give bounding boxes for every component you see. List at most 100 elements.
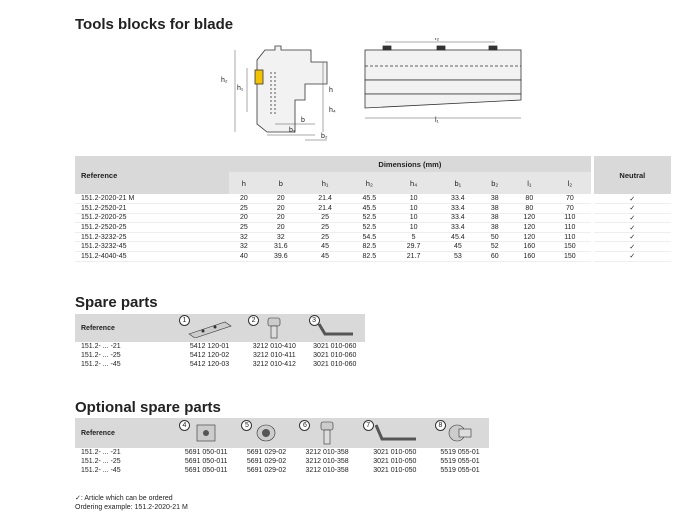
value-cell: 160 (509, 241, 550, 253)
neutral-check-cell: ✓ (590, 194, 671, 205)
col-header: b₁ (435, 172, 480, 194)
page-title: Tools blocks for blade (75, 16, 234, 33)
part-2-header: 2 (244, 314, 305, 342)
value-cell: 110 (549, 222, 593, 233)
value-cell: 5412 120-01 (189, 343, 230, 350)
part-number-badge: 1 (179, 315, 190, 326)
part-number-badge: 8 (434, 420, 446, 431)
technical-drawing: h₂ h₁ h h₄ b b₁ b₂ l₂ l₁ (221, 38, 522, 141)
value-cell: 33.4 (435, 222, 480, 233)
value-cell: 52 (480, 241, 510, 253)
label-h1: h₁ (237, 85, 244, 92)
value-cell: 45.5 (347, 203, 392, 214)
value-cell: 21.4 (302, 194, 348, 205)
value-cell: 5691 050-011 (184, 467, 228, 474)
value-cell: 32 (229, 232, 259, 243)
value-cell: 20 (258, 222, 303, 233)
col-header: h₄ (391, 172, 436, 194)
col-header: l₂ (549, 172, 593, 194)
value-cell: 80 (509, 203, 550, 214)
value-cell: 5519 055-01 (440, 458, 480, 465)
neutral-check-cell: ✓ (590, 203, 671, 214)
optional-reference-header: Reference (75, 418, 175, 448)
value-cell: 5519 055-01 (440, 449, 480, 456)
value-cell: 3212 010-358 (305, 467, 349, 474)
reference-cell: 151.2- ... -25 (81, 458, 121, 465)
neutral-check-cell: ✓ (590, 213, 671, 224)
value-cell: 5519 055-01 (440, 467, 480, 474)
value-cell: 3212 010-411 (252, 352, 296, 359)
value-cell: 25 (302, 222, 348, 233)
value-cell: 38 (480, 222, 510, 233)
value-cell: 150 (549, 241, 593, 253)
value-cell: 52.5 (347, 222, 392, 233)
label-h4: h₄ (329, 107, 336, 114)
value-cell: 38 (480, 213, 510, 224)
clamp-block-icon (196, 424, 216, 442)
value-cell: 33.4 (435, 203, 480, 214)
optional-spare-parts-title: Optional spare parts (75, 399, 221, 416)
reference-cell: 151.2-2520-25 (75, 222, 230, 233)
part-1-header: 1 (175, 314, 245, 342)
value-cell: 70 (549, 203, 593, 214)
value-cell: 21.4 (302, 203, 348, 214)
value-cell: 82.5 (347, 241, 392, 253)
part-number-badge: 4 (179, 420, 190, 431)
value-cell: 70 (549, 194, 593, 205)
col-header: l₁ (509, 172, 550, 194)
spare-parts-title: Spare parts (75, 294, 158, 311)
neutral-header: Neutral (590, 156, 671, 194)
value-cell: 50 (480, 232, 510, 243)
value-cell: 160 (509, 251, 550, 262)
value-cell: 5 (391, 232, 436, 243)
neutral-check-cell: ✓ (590, 251, 671, 262)
screw-icon (268, 317, 281, 339)
value-cell: 3212 010-358 (305, 449, 349, 456)
part-4-header: 4 (175, 418, 238, 448)
part-3-header: 3 (304, 314, 365, 342)
part-number-badge: 7 (362, 420, 374, 431)
value-cell: 10 (391, 213, 436, 224)
reference-cell: 151.2- ... -45 (81, 467, 121, 474)
value-cell: 32 (258, 232, 303, 243)
reference-cell: 151.2- ... -25 (81, 352, 121, 359)
value-cell: 150 (549, 251, 593, 262)
value-cell: 45 (302, 241, 348, 253)
hex-key-icon (374, 424, 416, 441)
label-h2: h₂ (221, 77, 228, 84)
col-header: b₂ (480, 172, 510, 194)
value-cell: 5691 050-011 (184, 449, 228, 456)
label-l1: l₁ (435, 117, 440, 124)
reference-cell: 151.2-3232-25 (75, 232, 230, 243)
part-8-header: 8 (430, 418, 489, 448)
blade-clamp-icon (187, 321, 232, 338)
label-b2: b₂ (321, 133, 328, 140)
reference-cell: 151.2-2020-25 (75, 213, 230, 224)
value-cell: 3021 010-060 (313, 352, 357, 359)
value-cell: 120 (509, 222, 550, 233)
front-view-drawing (364, 45, 522, 109)
value-cell: 3021 010-050 (373, 458, 417, 465)
label-b: b (301, 117, 305, 124)
label-b1: b₁ (289, 127, 296, 134)
value-cell: 40 (229, 251, 259, 262)
value-cell: 5691 029-02 (246, 458, 287, 465)
value-cell: 10 (391, 203, 436, 214)
value-cell: 20 (258, 203, 303, 214)
reference-cell: 151.2-3232-45 (75, 241, 230, 253)
col-header: h₁ (302, 172, 348, 194)
value-cell: 20 (229, 213, 259, 224)
bushing-icon (257, 424, 276, 442)
value-cell: 38 (480, 203, 510, 214)
value-cell: 52.5 (347, 213, 392, 224)
value-cell: 3212 010-410 (252, 343, 296, 350)
